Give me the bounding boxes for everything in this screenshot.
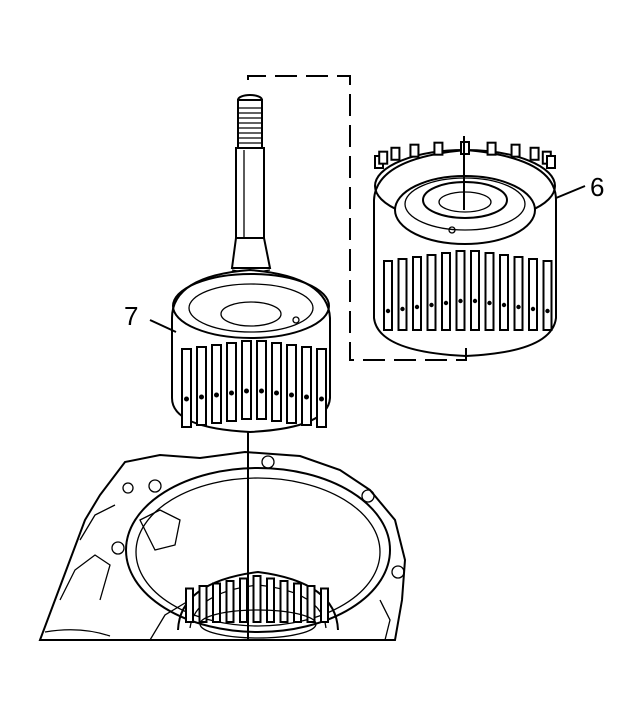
housing-tooth [301, 346, 312, 426]
housing-tooth [241, 340, 252, 420]
drum-top-tooth [510, 143, 521, 158]
drum-top-tooth [378, 150, 389, 165]
housing-tooth [271, 342, 282, 422]
housing-hole [199, 394, 204, 400]
case-drum-tooth [198, 585, 208, 623]
callout-6-label: 6 [590, 172, 604, 202]
drum-slot [484, 252, 495, 331]
case-internal-drum [177, 570, 339, 639]
drum-slot [397, 258, 408, 331]
drum-slot-hole [472, 298, 478, 304]
drum-slot [441, 252, 451, 331]
drum-slot [499, 254, 509, 331]
case-drum-tooth [212, 582, 221, 623]
housing-tooth [226, 342, 237, 422]
drum-slot-hole [530, 306, 536, 312]
drum-top-tooth [546, 155, 556, 169]
drum-slot-hole [400, 306, 405, 312]
housing-hole [214, 392, 219, 398]
drum-slot-hole [545, 308, 550, 314]
housing-tooth [286, 344, 297, 424]
case-drum-tooth [252, 575, 262, 623]
housing-tooth [211, 344, 222, 424]
drum-slot [542, 260, 553, 331]
drum-top-tooth [409, 143, 420, 158]
drum-slot [528, 258, 538, 331]
drum-slot [426, 254, 437, 331]
drum-slot [412, 256, 422, 331]
drum-top-tooth [390, 146, 401, 161]
case-drum-tooth [306, 585, 316, 623]
housing-hole [244, 388, 249, 394]
case-drum-tooth [239, 577, 248, 623]
drum-slot-hole [414, 304, 420, 310]
housing-hole [304, 394, 309, 400]
housing-hole [229, 390, 234, 396]
transmission-case [38, 450, 407, 641]
housing-hole [319, 396, 324, 402]
drum-slot-hole [443, 300, 449, 306]
case-drum-tooth [266, 577, 275, 623]
housing-hole [289, 392, 294, 398]
housing-tooth [196, 346, 207, 426]
dashed-leader-line [247, 75, 467, 361]
drum-top-tooth [433, 141, 444, 156]
drum-top-tooth [529, 146, 540, 161]
drum-slot-hole [501, 302, 507, 308]
part-7-clutch-housing [171, 94, 331, 434]
drum-slot-hole [385, 308, 391, 314]
housing-tooth [181, 348, 192, 428]
drum-slot-hole [516, 304, 521, 310]
drum-slot-hole [429, 302, 434, 308]
case-drum-tooth [320, 587, 329, 623]
alignment-lines [247, 75, 467, 361]
case-drum-tooth [293, 582, 302, 623]
callout-7-label: 7 [124, 301, 138, 331]
callout-7-leader [149, 319, 177, 333]
housing-tooth [256, 340, 267, 420]
callout-6-leader [555, 185, 586, 199]
housing-hole [259, 388, 264, 394]
case-drum-tooth [225, 580, 235, 623]
housing-hole [274, 390, 279, 396]
drum-top-tooth [486, 141, 497, 156]
drum-slot [513, 256, 524, 331]
case-drum-tooth [185, 587, 194, 623]
housing-tooth [316, 348, 327, 428]
drum-slot [470, 250, 480, 331]
housing-hole [184, 396, 189, 402]
drum-slot-hole [487, 300, 492, 306]
drum-slot-hole [458, 298, 463, 304]
drum-slot [455, 250, 466, 331]
drum-slot [383, 260, 393, 331]
part-6-clutch-drum [373, 141, 557, 358]
case-drum-tooth [279, 580, 289, 623]
